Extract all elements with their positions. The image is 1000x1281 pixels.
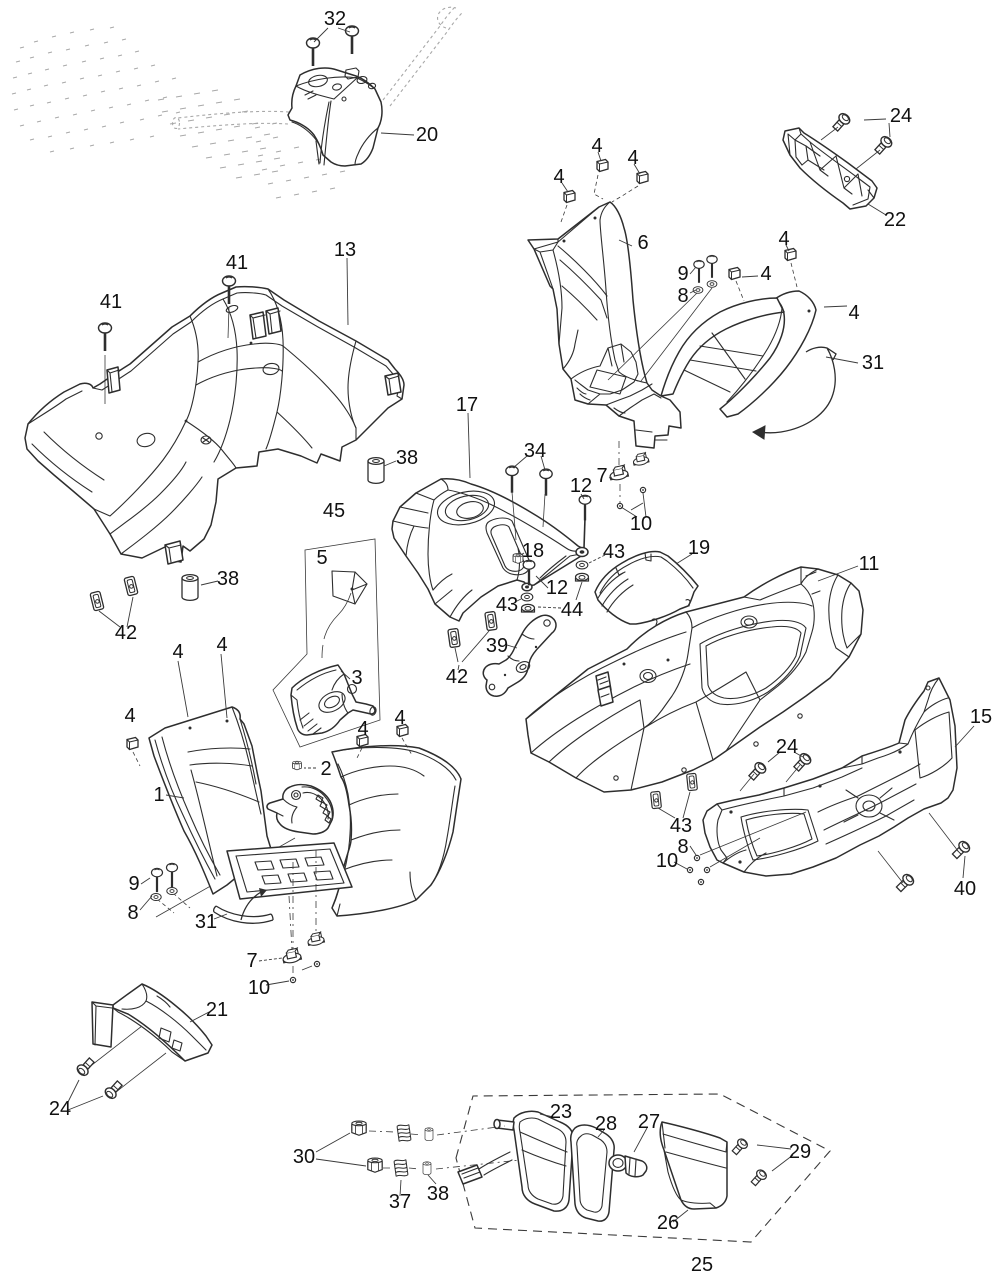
svg-text:45: 45 — [323, 500, 345, 522]
svg-text:38: 38 — [396, 447, 418, 469]
svg-text:15: 15 — [970, 706, 992, 728]
svg-text:40: 40 — [954, 878, 976, 900]
svg-text:22: 22 — [884, 209, 906, 231]
svg-text:4: 4 — [760, 263, 771, 285]
svg-text:10: 10 — [248, 977, 270, 999]
svg-text:24: 24 — [49, 1098, 71, 1120]
svg-text:27: 27 — [638, 1111, 660, 1133]
svg-text:20: 20 — [416, 124, 438, 146]
svg-text:7: 7 — [246, 950, 257, 972]
svg-text:42: 42 — [115, 622, 137, 644]
svg-text:21: 21 — [206, 999, 228, 1021]
svg-text:4: 4 — [172, 641, 183, 663]
svg-text:9: 9 — [128, 873, 139, 895]
svg-text:4: 4 — [627, 147, 638, 169]
svg-text:2: 2 — [320, 758, 331, 780]
svg-text:38: 38 — [217, 568, 239, 590]
svg-text:4: 4 — [357, 718, 368, 740]
svg-text:4: 4 — [553, 166, 564, 188]
svg-text:44: 44 — [561, 599, 583, 621]
svg-text:23: 23 — [550, 1101, 572, 1123]
svg-text:4: 4 — [394, 707, 405, 729]
svg-text:42: 42 — [446, 666, 468, 688]
svg-text:41: 41 — [226, 252, 248, 274]
svg-text:1: 1 — [153, 784, 164, 806]
svg-text:39: 39 — [486, 635, 508, 657]
svg-text:10: 10 — [656, 850, 678, 872]
svg-text:29: 29 — [789, 1141, 811, 1163]
svg-text:4: 4 — [216, 634, 227, 656]
svg-text:8: 8 — [127, 902, 138, 924]
svg-text:12: 12 — [546, 577, 568, 599]
svg-text:13: 13 — [334, 239, 356, 261]
svg-text:31: 31 — [195, 911, 217, 933]
svg-text:38: 38 — [427, 1183, 449, 1205]
svg-text:24: 24 — [890, 105, 912, 127]
svg-text:4: 4 — [591, 135, 602, 157]
svg-text:41: 41 — [100, 291, 122, 313]
svg-text:4: 4 — [778, 228, 789, 250]
svg-text:25: 25 — [691, 1254, 713, 1276]
svg-text:10: 10 — [630, 513, 652, 535]
svg-text:8: 8 — [677, 836, 688, 858]
svg-text:26: 26 — [657, 1212, 679, 1234]
svg-text:5: 5 — [316, 547, 327, 569]
svg-text:34: 34 — [524, 440, 546, 462]
svg-text:37: 37 — [389, 1191, 411, 1213]
svg-text:4: 4 — [124, 705, 135, 727]
svg-text:11: 11 — [859, 553, 880, 575]
svg-text:4: 4 — [848, 302, 859, 324]
svg-text:18: 18 — [522, 540, 544, 562]
svg-text:43: 43 — [603, 541, 625, 563]
svg-text:19: 19 — [688, 537, 710, 559]
svg-text:6: 6 — [637, 232, 648, 254]
svg-text:24: 24 — [776, 736, 798, 758]
svg-text:28: 28 — [595, 1113, 617, 1135]
svg-text:12: 12 — [570, 475, 592, 497]
svg-text:17: 17 — [456, 394, 478, 416]
svg-text:32: 32 — [324, 8, 346, 30]
svg-text:43: 43 — [496, 594, 518, 616]
svg-text:3: 3 — [351, 667, 362, 689]
svg-text:30: 30 — [293, 1146, 315, 1168]
svg-text:43: 43 — [670, 815, 692, 837]
svg-text:8: 8 — [677, 285, 688, 307]
svg-text:7: 7 — [596, 465, 607, 487]
svg-text:31: 31 — [862, 352, 884, 374]
svg-text:9: 9 — [677, 263, 688, 285]
